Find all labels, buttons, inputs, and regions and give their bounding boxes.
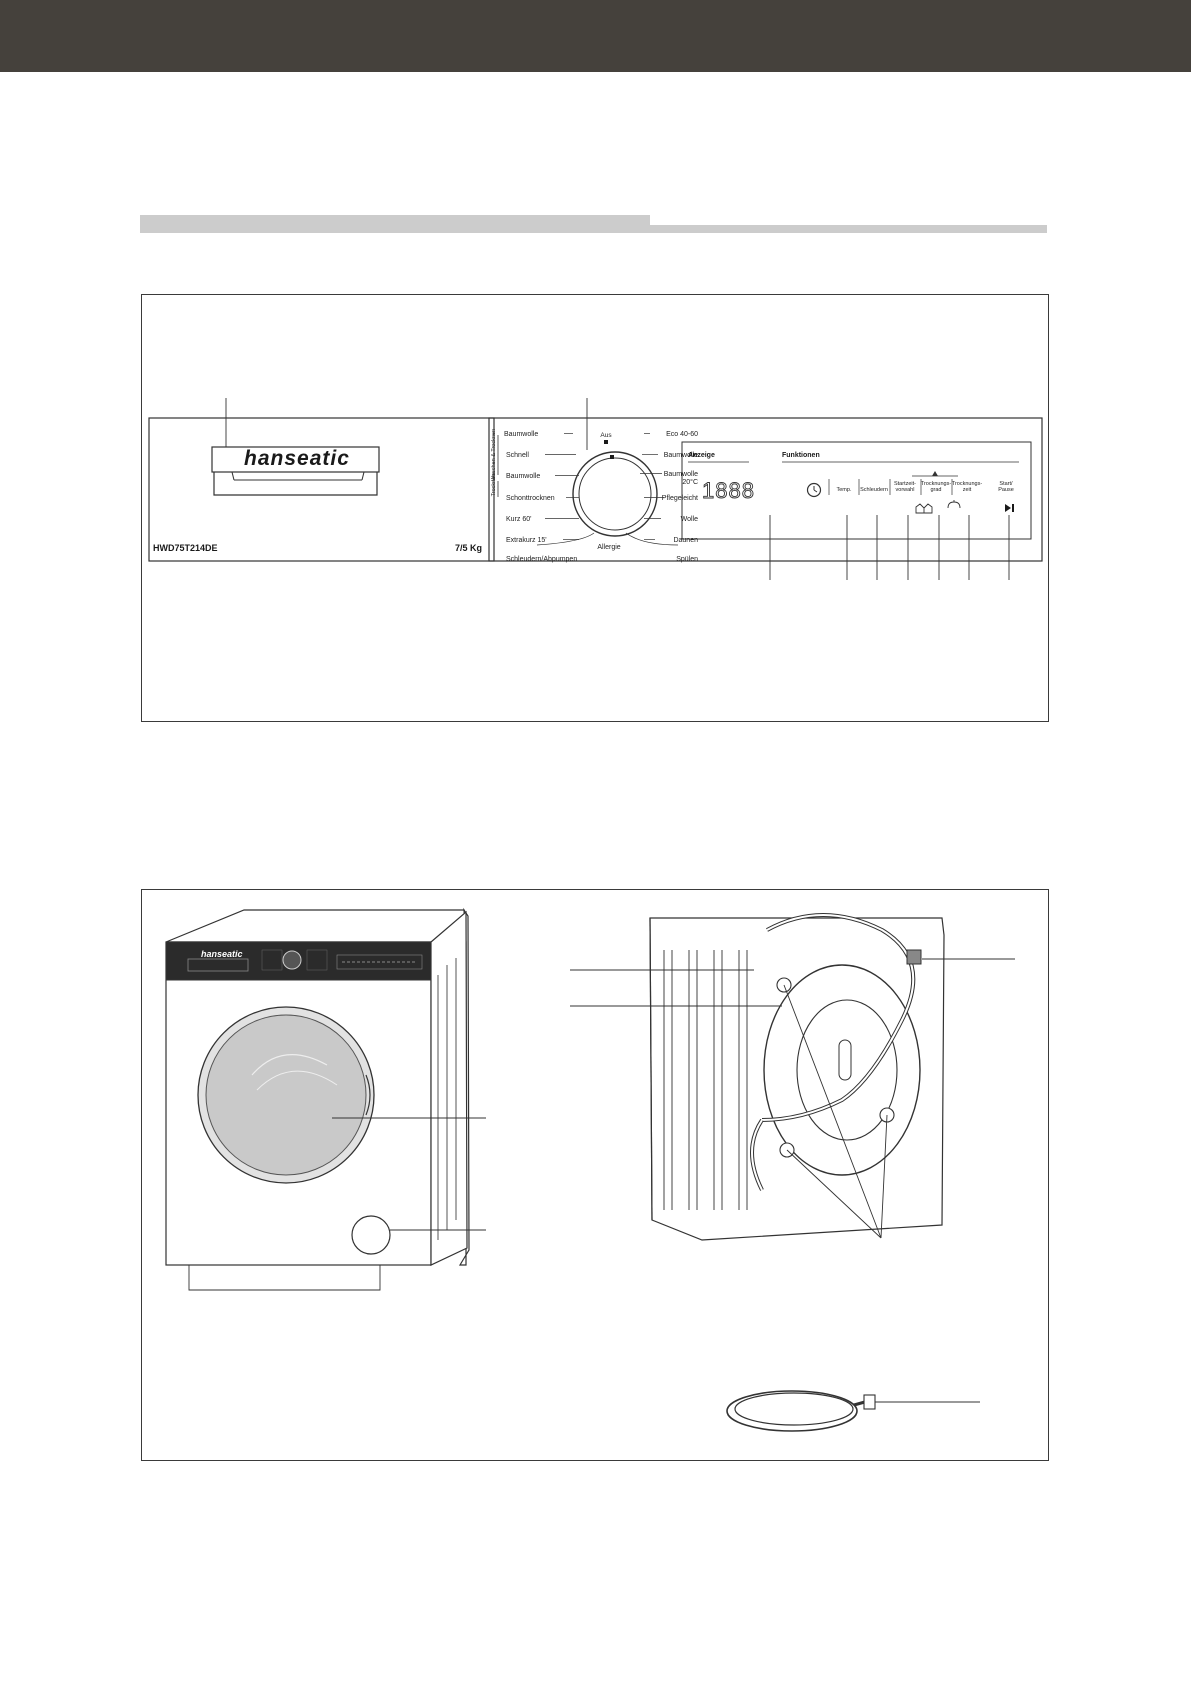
machine-rear-view [570,913,1015,1241]
temp-button[interactable]: Temp. [837,487,852,493]
brand-logo: hanseatic [244,447,350,470]
model-label: HWD75T214DE [153,543,218,553]
program-label-right-5: Wolle [681,516,698,523]
start-pause-button[interactable]: Start/Pause [998,481,1014,493]
delay-start-button[interactable]: Startzeit-vorwahl [894,481,916,493]
program-label-left-6: Extrakurz 15' [506,537,547,544]
play-pause-icon [1005,504,1014,512]
dial-off-marker [604,440,608,444]
drying-group-marker [912,471,958,477]
detergent-drawer [211,446,380,496]
program-dial[interactable] [572,451,658,537]
program-label-left-7: Schleudern/Abpumpen [506,556,577,563]
program-label-left-1: Baumwolle [504,431,538,438]
capacity-label: 7/5 Kg [455,543,482,553]
hanger-icon [947,500,961,509]
page-header-bar [0,0,1191,72]
group-label-dry: Trocknen [491,474,497,497]
program-label-left-4: Schonttrocknen [506,495,555,502]
shirt-icon [915,503,933,514]
display-header: Anzeige [688,452,715,459]
program-label-allergy: Allergie [597,544,620,551]
front-brand-logo: hanseatic [201,949,243,959]
program-label-left-3: Baumwolle [506,473,540,480]
control-panel-figure: hanseatic HWD75T214DE 7/5 Kg Waschen & T… [141,294,1049,722]
callout-lines [225,398,1010,580]
function-buttons: Temp. Schleudern Startzeit-vorwahl Trocknun… [828,479,1014,495]
drawer-panel-outline [148,417,495,562]
spin-button[interactable]: Schleudern [860,487,888,493]
appliance-overview-figure: hanseatic [141,889,1049,1461]
machine-front-view: hanseatic [165,907,486,1291]
dry-time-button[interactable]: Trocknungs-zeit [952,481,983,493]
control-panel-outline [488,417,1043,562]
service-flap [351,1215,391,1255]
program-label-left-2: Schnell [506,452,529,459]
program-label-right-1: Eco 40-60 [666,431,698,438]
appliance-drawing: hanseatic [165,907,1015,1432]
group-label-wash-dry: Waschen & Trocknen [491,429,497,481]
display-area-outline [681,441,1032,540]
dial-label-off: Aus [600,432,612,439]
section-rule-accent [140,215,650,226]
program-label-right-4: Pflegeleicht [662,495,698,502]
functions-header: Funktionen [782,452,820,459]
timer-icon [806,482,822,498]
program-label-right-6: Daunen [673,537,698,544]
dry-level-button[interactable]: Trocknungs-grad [921,481,952,493]
program-label-left-5: Kurz 60' [506,516,531,523]
inlet-hose-coil [726,1390,980,1432]
section-rule [140,225,1047,233]
segment-display: 1888 [702,478,755,503]
program-labels-left: BaumwolleSchnellBaumwolleSchonttrocknenK… [504,431,579,563]
control-panel-drawing: hanseatic HWD75T214DE 7/5 Kg Waschen & T… [148,398,1043,580]
program-label-right-2: Baumwolle [664,452,698,459]
program-label-right-7: Spülen [676,556,698,563]
